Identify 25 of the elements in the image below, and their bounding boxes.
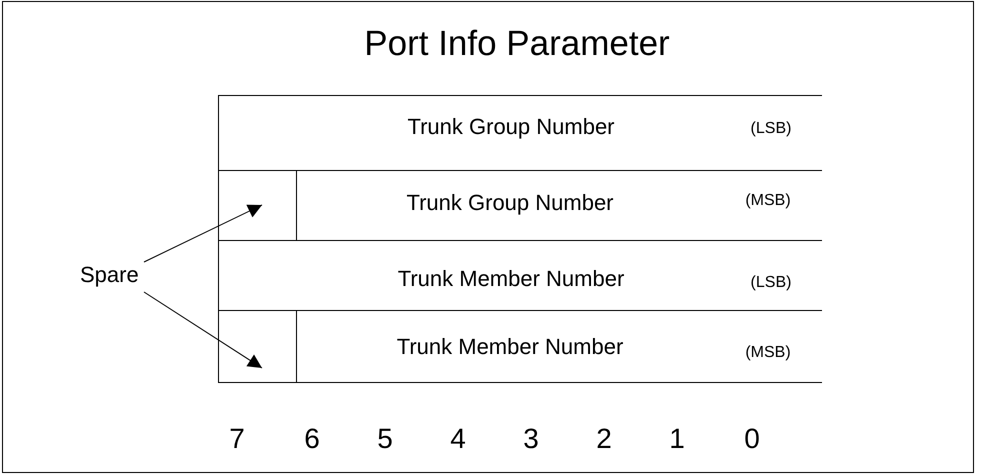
spare-bit-cell	[218, 170, 297, 240]
field-name: Trunk Group Number	[406, 190, 614, 216]
byte-order-label: (LSB)	[750, 274, 792, 292]
byte-order-label: (MSB)	[745, 344, 791, 362]
callout-label: Spare	[80, 262, 150, 292]
byte-order-label: (LSB)	[750, 120, 792, 138]
diagram-title: Port Info Parameter	[364, 24, 670, 64]
register-row	[218, 240, 822, 310]
leader-arrow	[144, 204, 262, 262]
spare-bit-cell	[218, 310, 297, 383]
register-row	[297, 310, 822, 383]
field-name: Trunk Member Number	[396, 334, 624, 360]
field-name: Trunk Group Number	[407, 114, 615, 140]
bit-number: 1	[669, 423, 685, 455]
bit-number: 0	[744, 423, 760, 455]
bit-number: 4	[450, 423, 466, 455]
bit-number: 5	[377, 423, 393, 455]
bit-number: 2	[596, 423, 612, 455]
byte-order-label: (MSB)	[745, 192, 791, 210]
field-name: Trunk Member Number	[398, 266, 624, 292]
bit-number: 3	[523, 423, 539, 455]
register-row	[218, 95, 822, 170]
leader-arrow	[144, 292, 262, 368]
bit-number: 6	[304, 423, 320, 455]
bit-number: 7	[229, 423, 245, 455]
